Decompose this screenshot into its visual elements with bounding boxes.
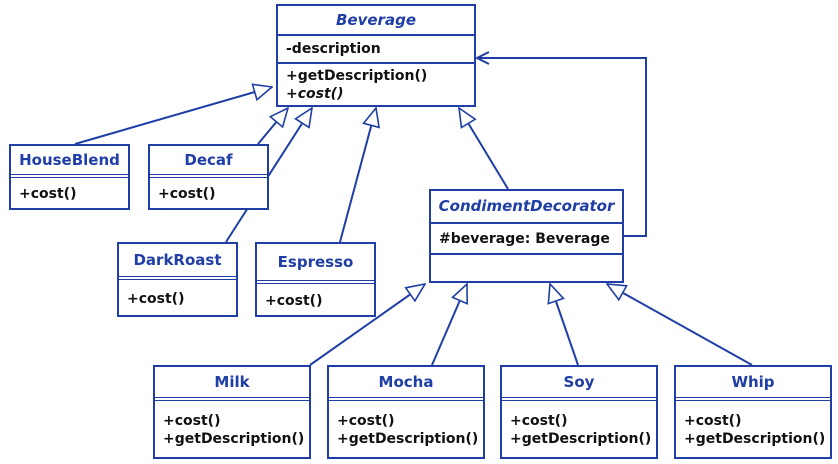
- method: +cost(): [337, 413, 395, 429]
- methods-section: +cost(): [119, 276, 236, 308]
- class-name: DarkRoast: [133, 251, 222, 269]
- attributes-section: #beverage: Beverage: [431, 222, 622, 253]
- methods-section: +cost() +getDescription(): [155, 397, 309, 448]
- edge-decaf-beverage: [257, 108, 288, 145]
- attribute: -description: [286, 41, 381, 57]
- class-name: Milk: [214, 373, 250, 391]
- edge-condiment-association: [477, 58, 647, 237]
- class-milk[interactable]: Milk +cost() +getDescription(): [153, 365, 311, 459]
- method: +getDescription(): [510, 431, 652, 447]
- method: +cost(): [163, 413, 221, 429]
- class-espresso[interactable]: Espresso +cost(): [255, 242, 376, 317]
- class-mocha[interactable]: Mocha +cost() +getDescription(): [327, 365, 485, 459]
- class-beverage[interactable]: Beverage -description +getDescription() …: [276, 4, 476, 107]
- method: +getDescription(): [163, 431, 305, 447]
- class-name: Decaf: [184, 151, 233, 169]
- method: +cost(): [127, 291, 185, 307]
- class-name: Soy: [563, 373, 595, 391]
- class-name: Whip: [731, 373, 775, 391]
- edge-houseblend-beverage: [74, 87, 272, 145]
- class-condimentdecorator[interactable]: CondimentDecorator #beverage: Beverage: [429, 189, 624, 283]
- class-decaf[interactable]: Decaf +cost(): [148, 144, 269, 210]
- edge-condiment-beverage: [459, 108, 509, 190]
- method-abstract: +cost(): [286, 86, 344, 102]
- class-name: CondimentDecorator: [438, 197, 615, 215]
- methods-section: [431, 253, 622, 255]
- class-whip[interactable]: Whip +cost() +getDescription(): [674, 365, 832, 459]
- edge-mocha-condiment: [431, 284, 467, 366]
- edge-espresso-beverage: [339, 108, 376, 243]
- edge-darkroast-beverage: [225, 108, 312, 243]
- method: +cost(): [510, 413, 568, 429]
- methods-section: +cost(): [11, 174, 128, 203]
- methods-section: +cost(): [150, 174, 267, 203]
- class-name: Beverage: [336, 11, 416, 29]
- method: +cost(): [265, 293, 323, 309]
- attributes-section: -description: [278, 34, 474, 62]
- edge-whip-condiment: [607, 284, 753, 366]
- edge-milk-condiment: [309, 284, 425, 366]
- method: +cost(): [684, 413, 742, 429]
- method: +cost(): [19, 186, 77, 202]
- class-name: Mocha: [378, 373, 434, 391]
- class-name: HouseBlend: [19, 151, 120, 169]
- methods-section: +cost(): [257, 280, 374, 310]
- methods-section: +cost() +getDescription(): [676, 397, 830, 448]
- class-darkroast[interactable]: DarkRoast +cost(): [117, 242, 238, 317]
- class-name: Espresso: [277, 253, 354, 271]
- class-houseblend[interactable]: HouseBlend +cost(): [9, 144, 130, 210]
- class-soy[interactable]: Soy +cost() +getDescription(): [500, 365, 658, 459]
- method: +getDescription(): [337, 431, 479, 447]
- method: +getDescription(): [286, 68, 428, 84]
- methods-section: +cost() +getDescription(): [502, 397, 656, 448]
- method: +cost(): [158, 186, 216, 202]
- methods-section: +getDescription() +cost(): [278, 62, 474, 103]
- methods-section: +cost() +getDescription(): [329, 397, 483, 448]
- edge-soy-condiment: [550, 284, 579, 366]
- method: +getDescription(): [684, 431, 826, 447]
- attribute: #beverage: Beverage: [439, 231, 610, 247]
